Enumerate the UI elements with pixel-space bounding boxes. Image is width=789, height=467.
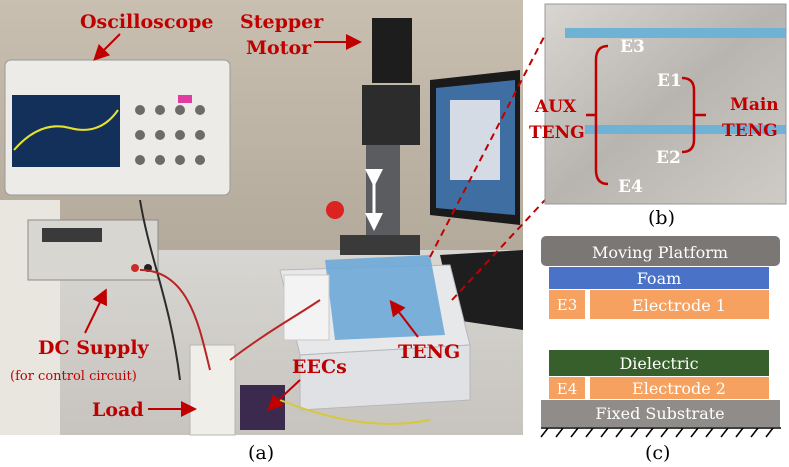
label-main-teng: TENG — [722, 121, 778, 141]
teng-enclosure — [279, 255, 471, 411]
label-moving-platform: Moving Platform — [592, 243, 728, 262]
oscilloscope-screen — [12, 95, 120, 167]
label-aux: AUX — [534, 97, 577, 117]
label-eecs: EECs — [292, 356, 347, 378]
arrow-oscilloscope — [93, 33, 121, 61]
electrode-e4: E4 — [618, 177, 643, 197]
label-electrode1: Electrode 1 — [632, 296, 726, 315]
label-e3: E3 — [557, 296, 578, 314]
label-oscilloscope: Oscilloscope — [80, 11, 213, 33]
label-dielectric: Dielectric — [619, 354, 698, 373]
caption-c: (c) — [645, 442, 670, 464]
zoom-line-top — [429, 34, 546, 258]
zoom-line-bottom — [451, 199, 546, 301]
oscilloscope-device — [4, 59, 231, 196]
label-foam: Foam — [637, 269, 682, 288]
eec-board — [240, 385, 285, 430]
label-load: Load — [92, 399, 144, 421]
tape-middle — [585, 125, 786, 134]
electrode-e3: E3 — [620, 37, 645, 57]
photo-a: Oscilloscope Stepper Motor DC Supply (fo… — [0, 0, 523, 464]
diagram-c: Moving Platform Foam E3 Electrode 1 Diel… — [540, 236, 781, 464]
electrode2-layer — [590, 377, 769, 399]
label-dc-supply: DC Supply — [38, 337, 150, 359]
caption-b: (b) — [648, 207, 675, 229]
caption-a: (a) — [248, 442, 274, 464]
electrode-e2: E2 — [656, 148, 681, 168]
moving-platform — [541, 236, 780, 266]
electrode-e1: E1 — [657, 71, 682, 91]
label-e4: E4 — [557, 380, 578, 398]
label-fixed-substrate: Fixed Substrate — [595, 404, 724, 423]
teng-film — [325, 255, 445, 340]
label-teng: TENG — [398, 341, 460, 363]
breadboard — [189, 344, 236, 436]
foam-layer — [549, 267, 769, 289]
label-motor: Motor — [246, 37, 312, 59]
electrode1-layer — [590, 290, 769, 319]
arrow-teng — [389, 299, 419, 338]
fixed-substrate — [541, 400, 780, 427]
e4-segment — [549, 377, 585, 399]
label-dc-supply-note: (for control circuit) — [10, 369, 137, 384]
label-electrode2: Electrode 2 — [632, 379, 726, 398]
label-aux-teng: TENG — [529, 123, 585, 143]
tape-top — [565, 28, 786, 38]
e3-segment — [549, 290, 585, 319]
arrow-eecs — [267, 379, 301, 411]
dc-supply-device — [27, 219, 159, 281]
arrow-dc-supply — [84, 288, 107, 334]
ground-hatch — [540, 427, 781, 438]
photo-b: E3 E1 E2 E4 AUX TENG Main TENG (b) — [529, 3, 787, 229]
label-stepper: Stepper — [240, 11, 324, 33]
label-main: Main — [730, 95, 779, 115]
dielectric-layer — [549, 350, 769, 376]
